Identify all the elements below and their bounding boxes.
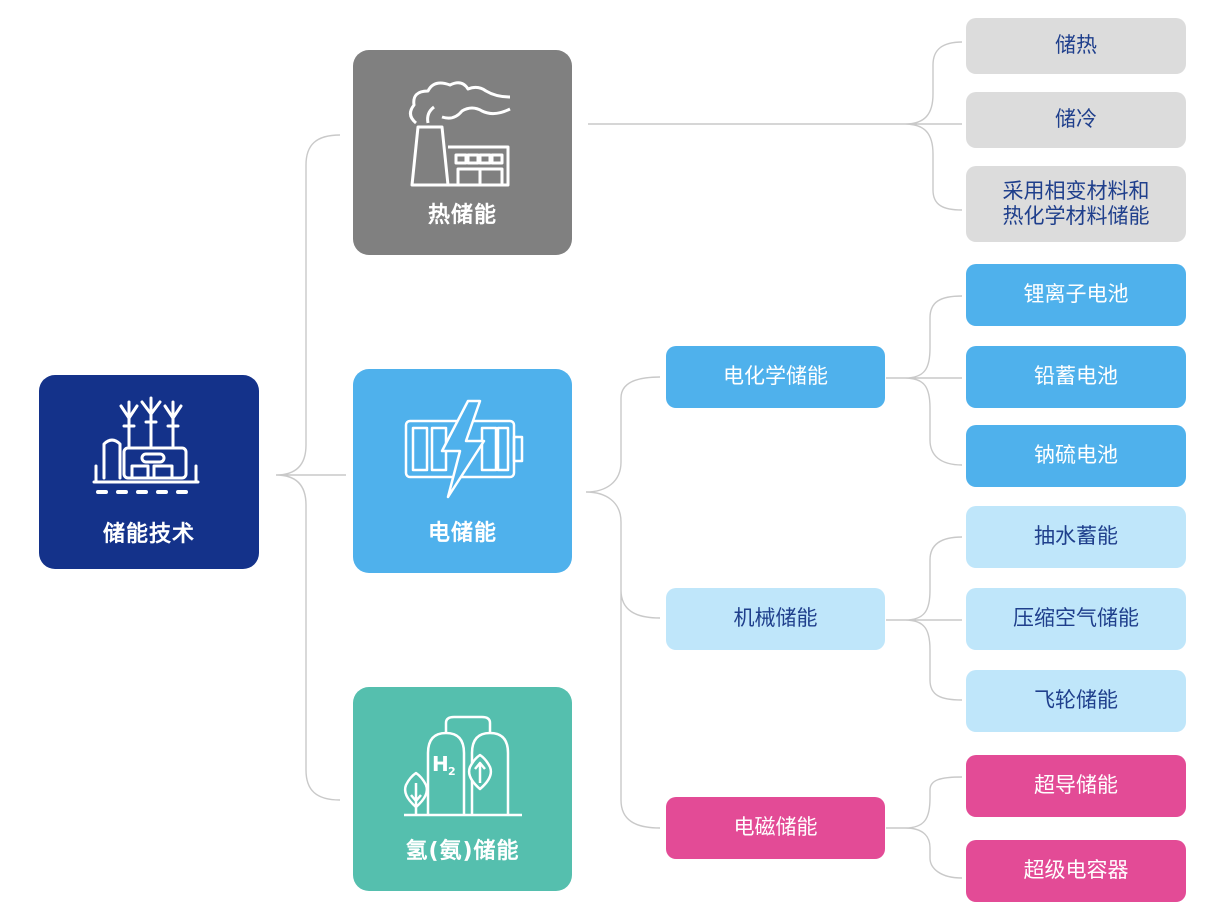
connector-root <box>275 134 346 801</box>
leaf-sodium-sulfur[interactable]: 钠硫电池 <box>966 425 1186 487</box>
leaf-phase-change-storage[interactable]: 采用相变材料和 热化学材料储能 <box>966 166 1186 242</box>
sub-label: 电磁储能 <box>733 815 818 840</box>
factory-smoke-icon <box>398 77 528 187</box>
leaf-label: 超级电容器 <box>1023 858 1129 883</box>
svg-text:H: H <box>432 752 449 776</box>
sub-label: 电化学储能 <box>723 364 828 389</box>
leaf-label: 抽水蓄能 <box>1034 524 1118 549</box>
wind-power-plant-icon <box>84 396 214 506</box>
leaf-lead-acid[interactable]: 铅蓄电池 <box>966 346 1186 408</box>
leaf-pumped-hydro[interactable]: 抽水蓄能 <box>966 506 1186 568</box>
connector-electric <box>585 376 661 829</box>
leaf-label: 飞轮储能 <box>1034 688 1118 713</box>
leaf-li-ion[interactable]: 锂离子电池 <box>966 264 1186 326</box>
category-thermal-label: 热储能 <box>427 202 497 228</box>
connector-thermal <box>588 41 963 211</box>
leaf-supercapacitor[interactable]: 超级电容器 <box>966 840 1186 902</box>
leaf-cold-storage[interactable]: 储冷 <box>966 92 1186 148</box>
leaf-label: 超导储能 <box>1034 773 1118 798</box>
battery-lightning-icon <box>398 395 528 505</box>
sub-mechanical[interactable]: 机械储能 <box>666 588 885 650</box>
leaf-label: 压缩空气储能 <box>1013 606 1139 631</box>
leaf-label: 钠硫电池 <box>1034 443 1118 468</box>
root-label: 储能技术 <box>102 522 195 547</box>
sub-label: 机械储能 <box>733 606 818 631</box>
leaf-compressed-air[interactable]: 压缩空气储能 <box>966 588 1186 650</box>
root-node[interactable]: 储能技术 <box>39 375 259 569</box>
leaf-label: 储热 <box>1055 33 1097 58</box>
category-thermal[interactable]: 热储能 <box>353 50 572 255</box>
leaf-flywheel[interactable]: 飞轮储能 <box>966 670 1186 732</box>
sub-electromagnetic[interactable]: 电磁储能 <box>666 797 885 859</box>
connector-electromagnetic <box>886 776 963 879</box>
leaf-superconducting[interactable]: 超导储能 <box>966 755 1186 817</box>
connector-electrochem <box>886 295 963 466</box>
category-hydrogen-label: 氢(氨)储能 <box>405 839 520 864</box>
category-electric[interactable]: 电储能 <box>353 369 572 573</box>
leaf-heat-storage[interactable]: 储热 <box>966 18 1186 74</box>
connector-mechanical <box>886 536 963 701</box>
sub-electrochemical[interactable]: 电化学储能 <box>666 346 885 408</box>
leaf-label: 储冷 <box>1055 107 1097 132</box>
svg-text:2: 2 <box>448 765 456 778</box>
hydrogen-tank-icon: H 2 <box>398 713 528 823</box>
leaf-label: 采用相变材料和 热化学材料储能 <box>1002 178 1150 228</box>
category-hydrogen[interactable]: H 2 氢(氨)储能 <box>353 687 572 891</box>
leaf-label: 锂离子电池 <box>1023 282 1129 307</box>
category-electric-label: 电储能 <box>427 521 497 546</box>
leaf-label: 铅蓄电池 <box>1034 364 1118 389</box>
